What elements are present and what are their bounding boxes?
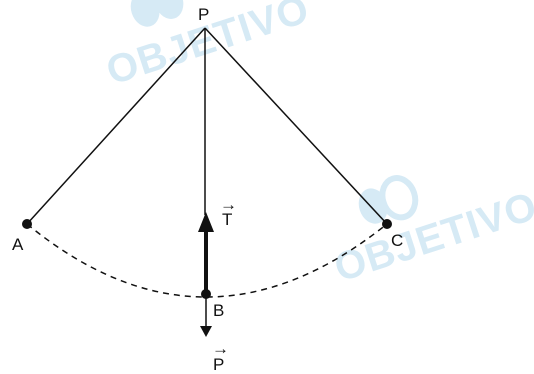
label-c: C	[391, 231, 403, 250]
tension-vector-arrowhead	[198, 212, 214, 232]
string-pc	[204, 27, 388, 225]
point-b-dot	[201, 289, 211, 299]
point-a-dot	[22, 219, 32, 229]
vector-t-label: T	[222, 210, 232, 229]
string-pa	[26, 27, 206, 225]
vector-t-arrow: →	[220, 195, 237, 214]
weight-vector-arrowhead	[200, 326, 212, 337]
point-c-dot	[382, 219, 392, 229]
vector-p-arrow: →	[212, 339, 229, 358]
watermark-right: OBJETIVO	[329, 175, 534, 291]
label-a: A	[12, 235, 24, 254]
watermark-logo-icon	[130, 0, 184, 27]
vector-p-label: P	[213, 355, 224, 374]
trajectory-arc	[26, 223, 388, 298]
watermark-logo-icon	[358, 175, 419, 224]
label-b: B	[213, 301, 224, 320]
label-p: P	[198, 5, 209, 24]
